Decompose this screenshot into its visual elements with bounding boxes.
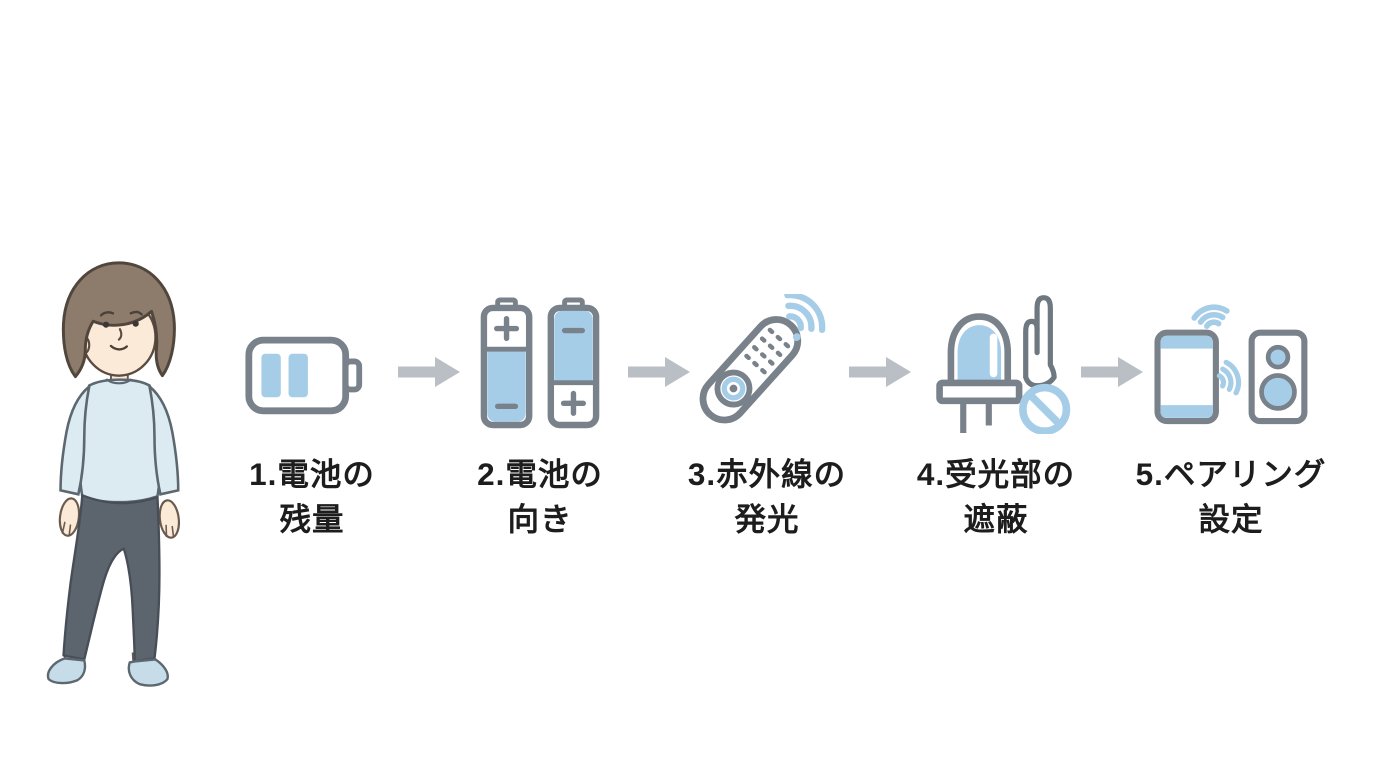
speaker-icon <box>1248 329 1308 425</box>
step-5-pairing <box>1150 293 1310 425</box>
battery-level-icon <box>245 336 363 415</box>
step-2-label: 2.電池の 向き <box>380 452 700 542</box>
step-4-label: 4.受光部の 遮蔽 <box>836 452 1156 542</box>
arrow-right-icon <box>849 357 911 387</box>
arrow-right-icon <box>628 357 690 387</box>
hand-icon <box>1023 295 1057 389</box>
prohibition-icon <box>1019 383 1071 434</box>
step-3-label-line1: 3.赤外線の <box>687 456 847 492</box>
receiver-blocked-icon <box>936 295 1071 434</box>
smartphone-icon <box>1154 329 1219 425</box>
step-4-label-line2: 遮蔽 <box>963 501 1029 537</box>
step-1-battery-level <box>244 331 366 419</box>
step-2-label-line1: 2.電池の <box>477 456 603 492</box>
person-illustration <box>46 261 181 687</box>
step-1-label: 1.電池の 残量 <box>152 452 472 542</box>
wifi-icon <box>1191 304 1230 329</box>
step-2-battery-orientation <box>478 297 602 429</box>
pairing-icon <box>1154 304 1308 425</box>
arrow-right-icon <box>1081 357 1143 387</box>
step-2-label-line2: 向き <box>507 501 573 537</box>
step-5-label-line1: 5.ペアリング <box>1135 456 1327 492</box>
remote-infrared-icon <box>699 294 826 424</box>
step-5-label-line2: 設定 <box>1198 501 1264 537</box>
battery-orientation-icon <box>480 297 600 429</box>
step-3-label: 3.赤外線の 発光 <box>607 452 927 542</box>
step-3-remote-infrared <box>690 294 836 430</box>
arrow-right-icon <box>398 357 460 387</box>
signal-waves-icon <box>1216 359 1242 396</box>
step-4-receiver-blocked <box>932 292 1074 434</box>
step-5-label: 5.ペアリング 設定 <box>1071 452 1376 542</box>
step-4-label-line1: 4.受光部の <box>916 456 1076 492</box>
step-1-label-line2: 残量 <box>279 501 345 537</box>
infrared-signal-icon <box>784 294 826 334</box>
step-3-label-line2: 発光 <box>734 501 800 537</box>
step-1-label-line1: 1.電池の <box>249 456 375 492</box>
